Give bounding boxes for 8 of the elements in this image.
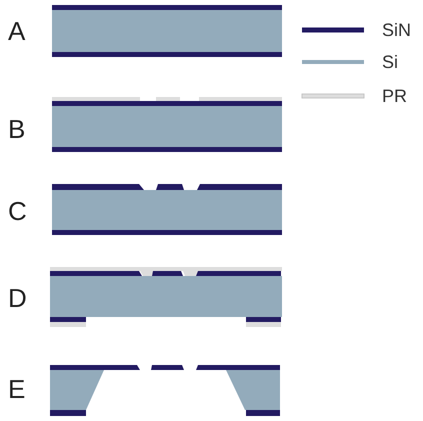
- step-label: D: [8, 285, 27, 311]
- legend-label: Si: [382, 53, 398, 71]
- step-label: B: [8, 116, 26, 142]
- step-label: E: [8, 376, 26, 402]
- legend-label: PR: [382, 87, 408, 105]
- step-label: C: [8, 198, 27, 224]
- legend-label: SiN: [382, 21, 412, 39]
- step-label: A: [8, 18, 26, 44]
